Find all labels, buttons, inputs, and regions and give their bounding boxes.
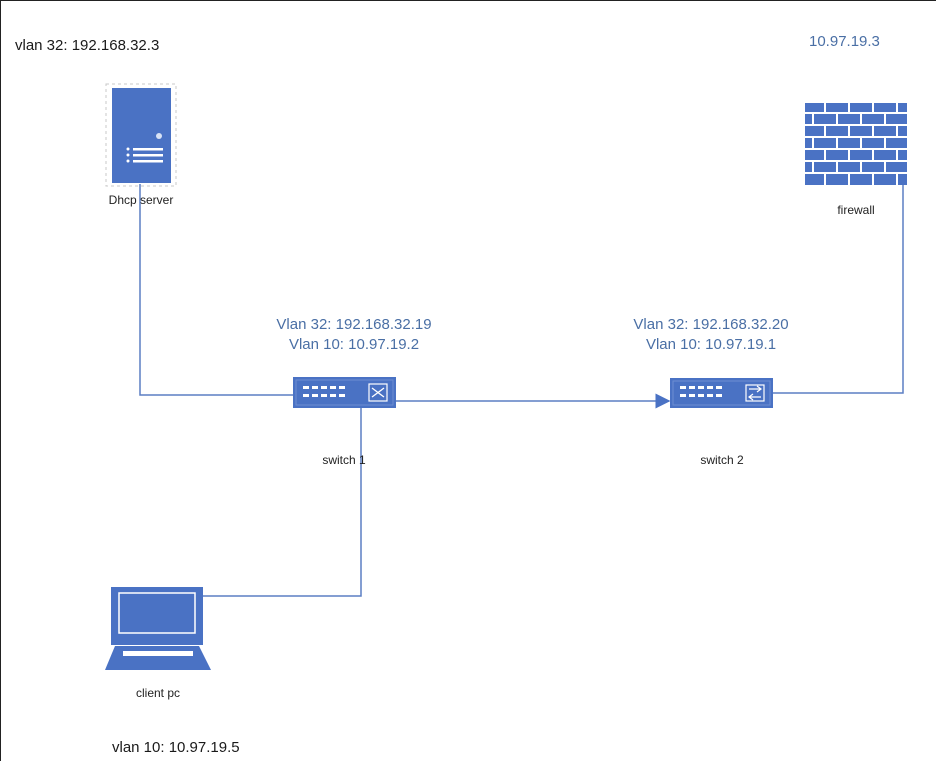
link-switch1-client [198,408,362,597]
switch-icon [293,377,396,408]
switch1-vlan10: Vlan 10: 10.97.19.2 [288,336,420,353]
client-vlan-note: vlan 10: 10.97.19.5 [112,739,240,756]
switch2-label: switch 2 [700,453,744,467]
firewall-icon [805,103,907,185]
laptop-icon [105,587,211,670]
switch2-vlan10: Vlan 10: 10.97.19.1 [645,336,777,353]
switch-icon [670,378,773,408]
switch1-label: switch 1 [322,453,366,467]
dhcp-server-label: Dhcp server [108,193,174,207]
switch1-vlan32: Vlan 32: 192.168.32.19 [276,316,432,333]
dhcp-vlan-note: vlan 32: 192.168.32.3 [15,37,160,54]
server-icon [105,83,177,187]
link-switch2-firewall [773,184,904,394]
firewall-ip-note: 10.97.19.3 [809,33,880,50]
firewall-label: firewall [837,203,875,217]
link-dhcp-switch1 [139,184,294,396]
switch2-vlan32: Vlan 32: 192.168.32.20 [633,316,789,333]
client-pc-label: client pc [135,686,181,700]
